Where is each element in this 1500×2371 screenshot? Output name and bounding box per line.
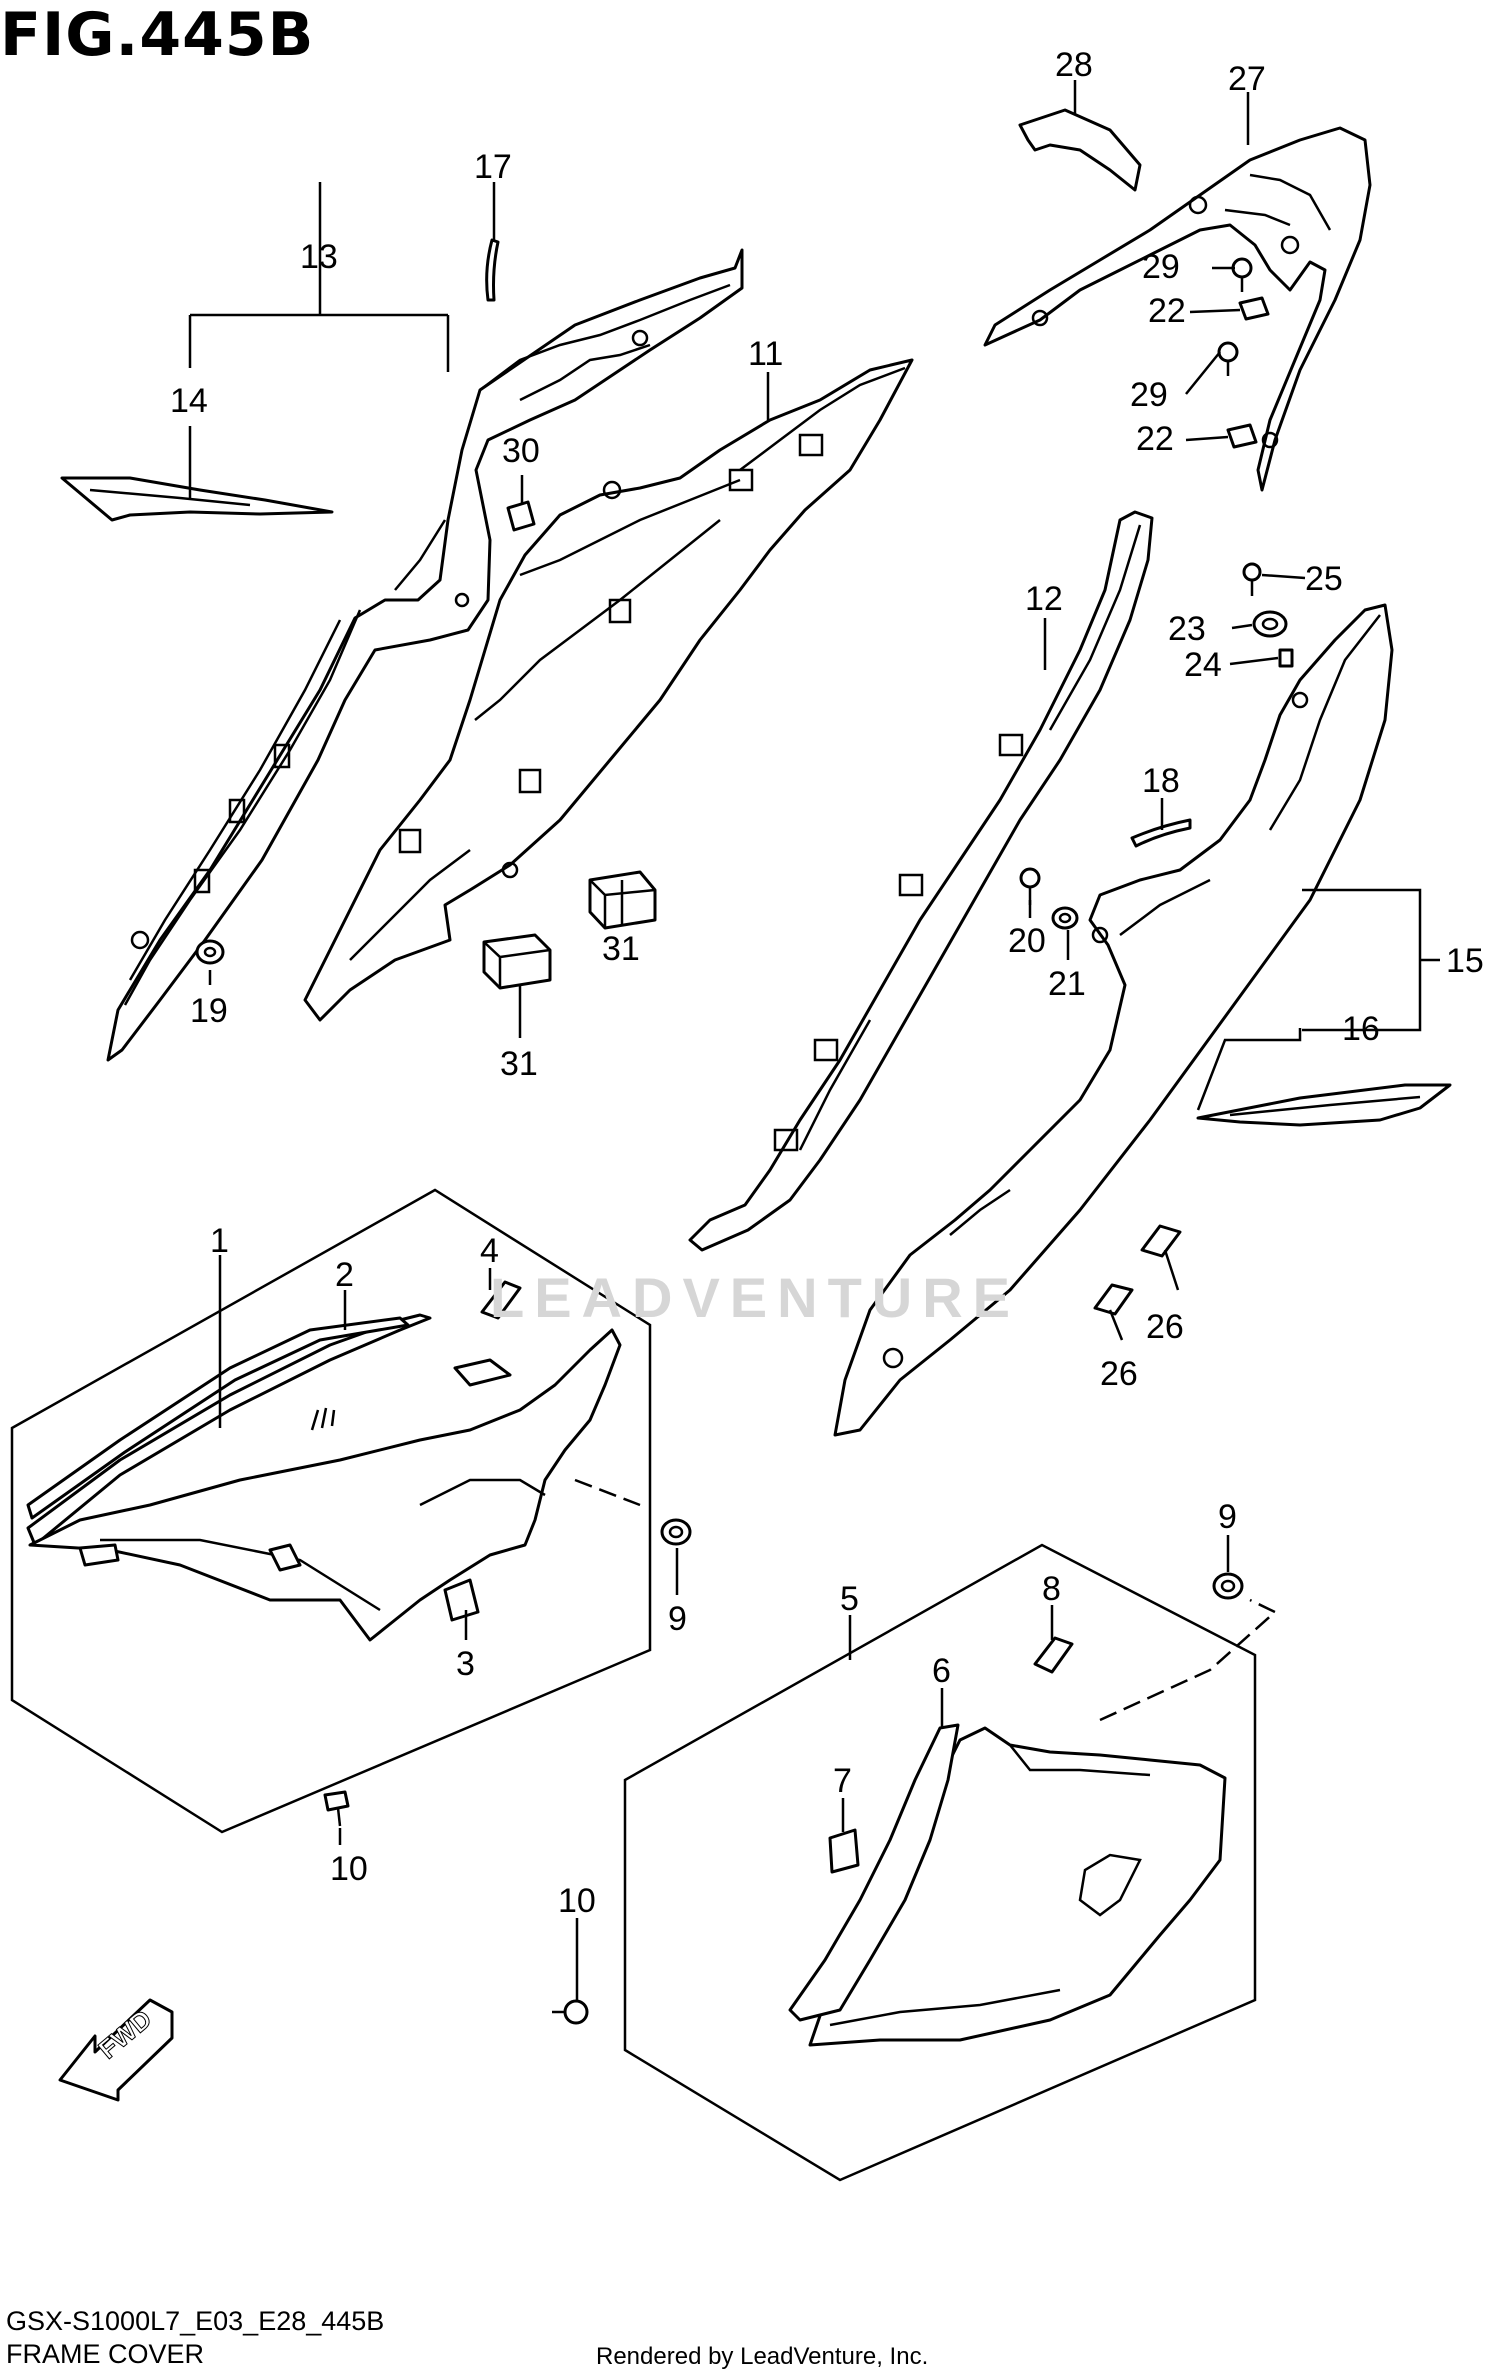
label-9a: 9 <box>668 1600 687 1638</box>
part-19-grommet <box>195 939 225 965</box>
part-10-rivet-a <box>323 1790 350 1827</box>
label-29a: 29 <box>1142 248 1180 286</box>
label-22b: 22 <box>1136 420 1174 458</box>
label-13: 13 <box>300 238 338 276</box>
label-18: 18 <box>1142 762 1180 800</box>
hardware-20-21 <box>1019 867 1079 930</box>
label-3: 3 <box>456 1645 475 1683</box>
label-20: 20 <box>1008 922 1046 960</box>
label-25: 25 <box>1305 560 1343 598</box>
label-7: 7 <box>833 1762 852 1800</box>
part-1-frame-cover-left <box>26 1313 622 1642</box>
label-10a: 10 <box>330 1850 368 1888</box>
part-9-dashed-leader-a <box>574 1478 641 1507</box>
part-6-trim-strip <box>788 1723 960 2022</box>
label-11: 11 <box>748 335 783 373</box>
part-4-pad <box>480 1280 522 1320</box>
part-11-inner-cover <box>303 358 914 1022</box>
figure-caption: FRAME COVER <box>6 2339 205 2369</box>
part-8-pad <box>1033 1636 1074 1674</box>
part-14-decal <box>60 476 334 522</box>
label-14: 14 <box>170 382 208 420</box>
part-28-panel <box>1018 108 1142 192</box>
label-10b: 10 <box>558 1882 596 1920</box>
part-17-strip <box>485 238 500 302</box>
part-7-pad <box>828 1828 860 1874</box>
part-10-rivet-b <box>552 1999 589 2025</box>
label-16: 16 <box>1342 1010 1380 1048</box>
label-30: 30 <box>502 432 540 470</box>
part-9-grommet-a <box>660 1518 692 1546</box>
part-9-grommet-b <box>1212 1572 1244 1600</box>
watermark: LEADVENTURE <box>490 1266 1021 1329</box>
label-17: 17 <box>474 148 512 186</box>
part-26-pad-b <box>1093 1283 1134 1316</box>
part-16-decal <box>1196 1083 1452 1127</box>
label-2: 2 <box>335 1256 354 1294</box>
render-credit: Rendered by LeadVenture, Inc. <box>596 2343 929 2370</box>
part-13-left-frame-cover <box>106 248 744 1062</box>
label-27: 27 <box>1228 60 1266 98</box>
label-19: 19 <box>190 992 228 1030</box>
label-12: 12 <box>1025 580 1063 618</box>
part-1-box <box>10 1188 652 1834</box>
label-31a: 31 <box>602 930 640 968</box>
part-9-dashed-leader-b <box>1099 1598 1278 1722</box>
label-15: 15 <box>1446 942 1484 980</box>
part-27-tail-cowl <box>983 126 1372 492</box>
label-31b: 31 <box>500 1045 538 1083</box>
label-5: 5 <box>840 1580 859 1618</box>
part-2-trim-strip <box>26 1316 410 1520</box>
label-1: 1 <box>210 1222 229 1260</box>
label-4: 4 <box>480 1232 499 1270</box>
leader-lines <box>188 80 1440 2000</box>
label-8: 8 <box>1042 1570 1061 1608</box>
part-5-box <box>623 1543 1257 2182</box>
label-26a: 26 <box>1146 1308 1184 1346</box>
label-24: 24 <box>1184 646 1222 684</box>
fwd-arrow-icon: FWD <box>58 1998 174 2102</box>
model-code: GSX-S1000L7_E03_E28_445B <box>6 2306 385 2336</box>
label-29b: 29 <box>1130 376 1168 414</box>
label-6: 6 <box>932 1652 951 1690</box>
hardware-screws <box>1217 257 1294 668</box>
part-18-strip <box>1130 818 1192 848</box>
label-22a: 22 <box>1148 292 1186 330</box>
part-labels: 13 14 17 30 11 19 31 31 28 27 29 22 29 2… <box>170 46 1484 1920</box>
figure-title: FIG.445B <box>0 0 315 70</box>
label-23: 23 <box>1168 610 1206 648</box>
part-12-inner-strip <box>688 510 1154 1252</box>
part-30-clip <box>506 500 536 532</box>
label-21: 21 <box>1048 965 1086 1003</box>
label-9b: 9 <box>1218 1498 1237 1536</box>
label-28: 28 <box>1055 46 1093 84</box>
label-26b: 26 <box>1100 1355 1138 1393</box>
part-15-right-frame-cover <box>833 603 1394 1437</box>
part-3-pad <box>443 1578 480 1622</box>
part-26-pad-a <box>1140 1224 1182 1258</box>
